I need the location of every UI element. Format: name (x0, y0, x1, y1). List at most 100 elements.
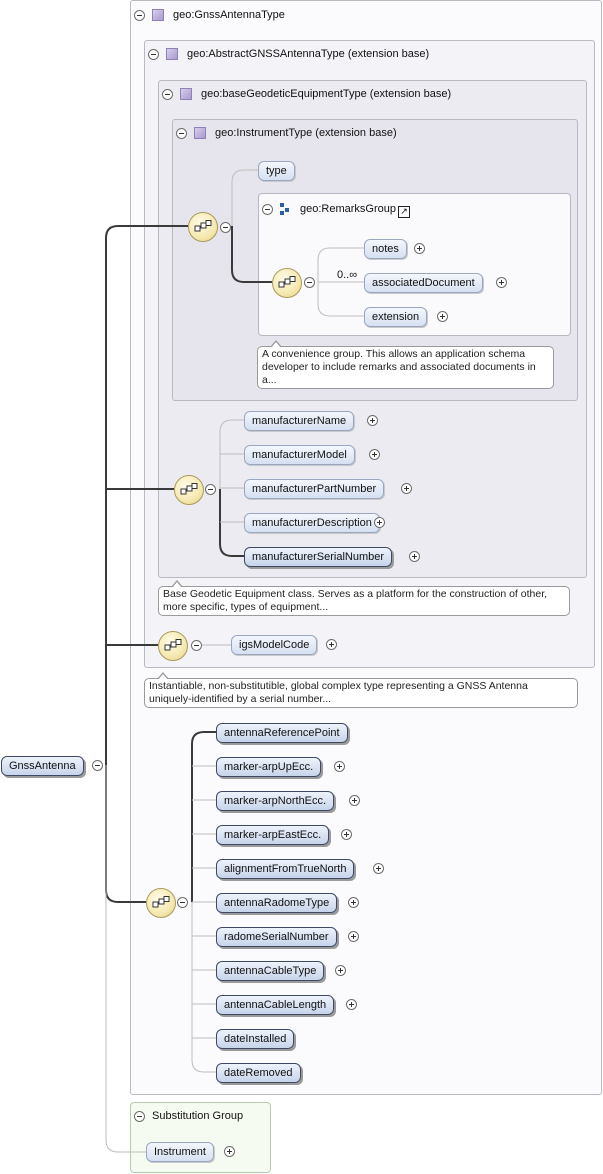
base-geodetic-equipment-type-header: geo:baseGeodeticEquipmentType (extension… (162, 86, 451, 102)
annotation-text: Base Geodetic Equipment class. Serves as… (163, 588, 548, 613)
expand-toggle[interactable] (348, 931, 359, 942)
expand-toggle[interactable] (437, 311, 448, 322)
gnss-antenna-type-label: geo:GnssAntennaType (173, 9, 285, 21)
group-icon (280, 203, 290, 215)
annotation-text: Instantiable, non-substitutible, global … (149, 680, 528, 705)
collapse-toggle[interactable] (162, 88, 173, 100)
element-label: associatedDocument (372, 277, 475, 289)
remarks-group-annotation: A convenience group. This allows an appl… (257, 340, 554, 389)
element-antenna-cable-type[interactable]: antennaCableType (216, 961, 325, 981)
gnss-antenna-type-header: geo:GnssAntennaType (134, 7, 285, 23)
element-label: igsModelCode (239, 639, 310, 651)
element-radome-serial-number[interactable]: radomeSerialNumber (216, 927, 337, 947)
element-label: marker-arpNorthEcc. (224, 795, 327, 807)
expand-toggle[interactable] (326, 639, 337, 650)
element-marker-arp-east-ecc[interactable]: marker-arpEastEcc. (216, 825, 330, 845)
element-antenna-reference-point[interactable]: antennaReferencePoint (216, 723, 348, 743)
element-marker-arp-up-ecc[interactable]: marker-arpUpEcc. (216, 757, 322, 777)
instrument-type-header: geo:InstrumentType (extension base) (176, 125, 397, 141)
gnss-antenna-type-annotation: Instantiable, non-substitutible, global … (144, 672, 578, 708)
element-label: notes (372, 243, 399, 255)
expand-toggle[interactable] (334, 761, 345, 772)
substitution-group-label: Substitution Group (152, 1110, 244, 1122)
expand-toggle[interactable] (341, 829, 352, 840)
element-igs-model-code[interactable]: igsModelCode (231, 635, 318, 655)
element-label: antennaReferencePoint (224, 727, 340, 739)
expand-toggle[interactable] (369, 449, 380, 460)
element-notes[interactable]: notes (364, 239, 407, 259)
root-element-label: GnssAntenna (9, 760, 76, 772)
sequence-compositor-icon[interactable] (158, 631, 188, 661)
expand-toggle[interactable] (373, 863, 384, 874)
element-label: dateInstalled (224, 1033, 287, 1045)
abstract-gnss-antenna-type-label: geo:AbstractGNSSAntennaType (extension b… (187, 48, 430, 60)
sequence-collapse-toggle[interactable] (205, 484, 216, 495)
cardinality-label: 0..∞ (337, 269, 358, 281)
element-label: radomeSerialNumber (224, 931, 329, 943)
sequence-compositor-icon[interactable] (146, 888, 176, 918)
complex-type-icon (152, 9, 164, 21)
sequence-compositor-icon[interactable] (174, 475, 204, 505)
collapse-toggle[interactable] (262, 203, 273, 215)
element-antenna-cable-length[interactable]: antennaCableLength (216, 995, 335, 1015)
element-extension[interactable]: extension (364, 307, 428, 327)
element-label: dateRemoved (224, 1067, 293, 1079)
element-label: extension (372, 311, 420, 323)
element-label: manufacturerPartNumber (252, 483, 377, 495)
expand-toggle[interactable] (496, 277, 507, 288)
root-element-gnss-antenna[interactable]: GnssAntenna (1, 756, 84, 776)
base-equipment-annotation: Base Geodetic Equipment class. Serves as… (158, 580, 570, 616)
expand-toggle[interactable] (374, 517, 385, 528)
abstract-gnss-antenna-type-header: geo:AbstractGNSSAntennaType (extension b… (148, 46, 429, 62)
expand-toggle[interactable] (409, 551, 420, 562)
element-manufacturer-part-number[interactable]: manufacturerPartNumber (244, 479, 385, 499)
element-date-installed[interactable]: dateInstalled (216, 1029, 295, 1049)
element-alignment-from-true-north[interactable]: alignmentFromTrueNorth (216, 859, 355, 879)
link-arrow-icon[interactable]: ↗ (398, 206, 410, 218)
remarks-group-label: geo:RemarksGroup (300, 203, 396, 215)
sequence-collapse-toggle[interactable] (191, 640, 202, 651)
sequence-collapse-toggle[interactable] (220, 222, 231, 233)
remarks-group-header: geo:RemarksGroup ↗ (262, 201, 410, 218)
expand-toggle[interactable] (335, 965, 346, 976)
sequence-compositor-icon[interactable] (188, 212, 218, 242)
expand-toggle[interactable] (414, 243, 425, 254)
element-label: alignmentFromTrueNorth (224, 863, 347, 875)
element-label: marker-arpUpEcc. (224, 761, 314, 773)
element-manufacturer-model[interactable]: manufacturerModel (244, 445, 355, 465)
collapse-toggle[interactable] (134, 1110, 145, 1122)
instrument-type-label: geo:InstrumentType (extension base) (215, 127, 397, 139)
sequence-collapse-toggle[interactable] (304, 277, 315, 288)
base-geodetic-equipment-type-label: geo:baseGeodeticEquipmentType (extension… (201, 88, 452, 100)
element-antenna-radome-type[interactable]: antennaRadomeType (216, 893, 338, 913)
collapse-toggle[interactable] (134, 9, 145, 21)
element-date-removed[interactable]: dateRemoved (216, 1063, 301, 1083)
sequence-compositor-icon[interactable] (272, 268, 302, 298)
element-label: type (266, 165, 287, 177)
element-associated-document[interactable]: associatedDocument (364, 273, 483, 293)
element-manufacturer-serial-number[interactable]: manufacturerSerialNumber (244, 547, 393, 567)
sequence-collapse-toggle[interactable] (177, 897, 188, 908)
element-manufacturer-description[interactable]: manufacturerDescription (244, 513, 380, 533)
element-label: antennaCableLength (224, 999, 327, 1011)
expand-toggle[interactable] (401, 483, 412, 494)
element-type[interactable]: type (258, 161, 295, 181)
element-label: antennaCableType (224, 965, 317, 977)
substitution-group-header: Substitution Group (134, 1108, 243, 1124)
collapse-toggle[interactable] (176, 127, 187, 139)
expand-toggle[interactable] (349, 795, 360, 806)
collapse-toggle[interactable] (148, 48, 159, 60)
annotation-text: A convenience group. This allows an appl… (262, 348, 536, 386)
element-label: marker-arpEastEcc. (224, 829, 322, 841)
element-label: manufacturerSerialNumber (252, 551, 385, 563)
expand-toggle[interactable] (224, 1146, 235, 1157)
expand-toggle[interactable] (367, 415, 378, 426)
expand-toggle[interactable] (346, 999, 357, 1010)
root-collapse-toggle[interactable] (92, 760, 103, 771)
element-label: Instrument (154, 1146, 206, 1158)
expand-toggle[interactable] (348, 897, 359, 908)
element-marker-arp-north-ecc[interactable]: marker-arpNorthEcc. (216, 791, 335, 811)
element-manufacturer-name[interactable]: manufacturerName (244, 411, 355, 431)
element-label: manufacturerName (252, 415, 347, 427)
element-instrument[interactable]: Instrument (146, 1142, 214, 1162)
